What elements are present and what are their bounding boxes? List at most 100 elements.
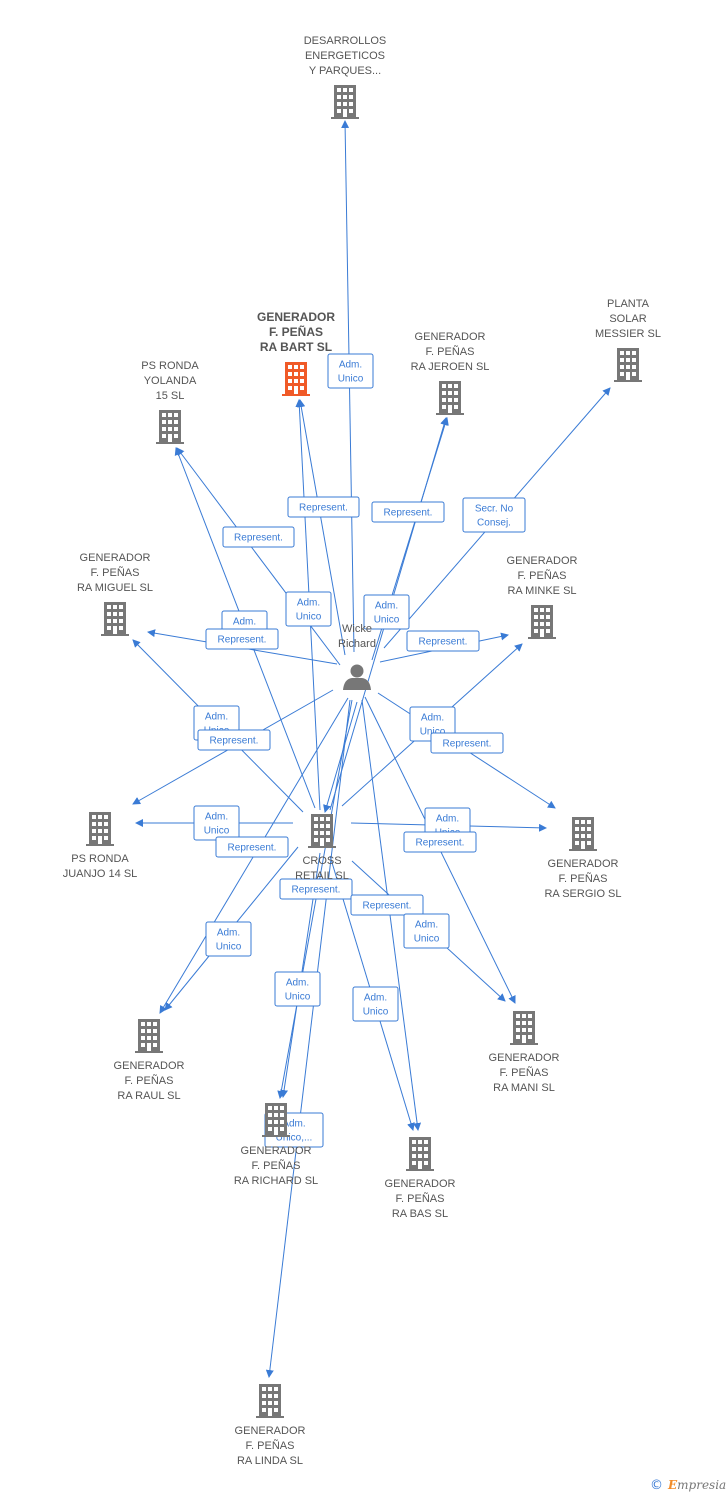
- node-label: JUANJO 14 SL: [63, 868, 138, 880]
- edge-label-box: [274, 971, 321, 1007]
- edge-label-text: Unico: [204, 826, 230, 837]
- node-label: GENERADOR: [114, 1060, 185, 1072]
- brand-initial: E: [668, 1478, 678, 1492]
- edge-label-l14[interactable]: Represent.: [430, 732, 504, 754]
- node-label: RA JEROEN SL: [411, 361, 490, 373]
- node-label: PS RONDA: [141, 360, 199, 372]
- edge-label-text: Unico: [420, 727, 446, 738]
- edge-label-text: Adm.: [436, 814, 459, 825]
- edge-label-l3[interactable]: Represent.: [371, 501, 445, 523]
- node-label: CROSS: [302, 855, 341, 867]
- node-label: MESSIER SL: [595, 328, 661, 340]
- node-raul[interactable]: GENERADOR F. PEÑAS RA RAUL SL: [114, 1019, 185, 1102]
- edge-label-text: Represent.: [292, 885, 341, 896]
- node-label: Y PARQUES...: [309, 65, 381, 77]
- edge-label-text: Adm.: [205, 812, 228, 823]
- edge-label-l18[interactable]: Represent.: [403, 831, 477, 853]
- node-label: RA RAUL SL: [117, 1090, 180, 1102]
- edge-label-l7[interactable]: Adm.Unico: [285, 591, 332, 627]
- node-label: RETAIL SL: [295, 870, 349, 882]
- edge-label-box: [403, 913, 450, 949]
- edge-label-box: [287, 496, 360, 518]
- edge-label-text: Unico: [216, 942, 242, 953]
- node-label: RA MINKE SL: [507, 585, 576, 597]
- edge-label-l24[interactable]: Adm. Unico: [352, 986, 399, 1022]
- edge-label-l2[interactable]: Represent.: [287, 496, 360, 518]
- node-label: RA BART SL: [260, 340, 332, 354]
- node-label: RA LINDA SL: [237, 1455, 303, 1467]
- edge-label-l23[interactable]: Adm. Unico: [274, 971, 321, 1007]
- node-label: RA MIGUEL SL: [77, 582, 153, 594]
- edge-label-box: [403, 831, 477, 853]
- edge-label-l10[interactable]: Represent.: [406, 630, 480, 652]
- node-label: SOLAR: [609, 313, 646, 325]
- edge-label-text: Consej.: [477, 518, 511, 529]
- edge-label-text: Represent.: [210, 736, 259, 747]
- edge-label-text: Represent.: [299, 503, 348, 514]
- edge-label-text: Adm.: [364, 993, 387, 1004]
- building-icon: [436, 381, 464, 415]
- node-label: F. PEÑAS: [559, 872, 608, 885]
- edge-label-l1[interactable]: Adm.Unico: [327, 353, 374, 389]
- edge-wicke-to-linda: [265, 699, 351, 1378]
- edge-label-l21[interactable]: Adm.Unico: [205, 921, 252, 957]
- node-label: F. PEÑAS: [518, 569, 567, 582]
- edge-label-text: Unico: [414, 934, 440, 945]
- node-label: F. PEÑAS: [269, 324, 323, 339]
- node-label: F. PEÑAS: [246, 1439, 295, 1452]
- edge-label-l20[interactable]: Represent.: [350, 894, 424, 916]
- edge-label-l16[interactable]: Represent.: [215, 836, 289, 858]
- edge-label-text: Adm.: [375, 601, 398, 612]
- building-icon: [510, 1011, 538, 1045]
- edge-label-box: [430, 732, 504, 754]
- edge-label-text: Unico: [363, 1007, 389, 1018]
- edge-label-box: [285, 591, 332, 627]
- node-label: F. PEÑAS: [125, 1074, 174, 1087]
- building-icon: [614, 348, 642, 382]
- edge-label-box: [279, 878, 353, 900]
- edge-label-text: Unico,...: [276, 1133, 313, 1144]
- node-label: F. PEÑAS: [91, 566, 140, 579]
- edge-label-l22[interactable]: Adm.Unico: [403, 913, 450, 949]
- edge-label-box: [462, 497, 526, 533]
- edge-label-l19[interactable]: Represent.: [279, 878, 353, 900]
- node-label: F. PEÑAS: [252, 1159, 301, 1172]
- edge-label-box: [363, 594, 410, 630]
- building-icon: [331, 85, 359, 119]
- edge-label-l9[interactable]: Represent.: [205, 628, 279, 650]
- focus-building-icon: [282, 362, 310, 396]
- edge-label-text: Unico: [285, 992, 311, 1003]
- edge-label-text: Adm.: [205, 712, 228, 723]
- building-icon: [156, 410, 184, 444]
- node-label: RA MANI SL: [493, 1082, 555, 1094]
- edge-label-text: Represent.: [443, 739, 492, 750]
- edge-label-l15[interactable]: Adm. Unico: [193, 805, 240, 841]
- edge-label-text: Unico: [338, 374, 364, 385]
- node-label: RA SERGIO SL: [544, 888, 621, 900]
- edge-label-text: Unico: [374, 615, 400, 626]
- node-label: F. PEÑAS: [500, 1066, 549, 1079]
- edge-label-l12[interactable]: Represent.: [197, 729, 271, 751]
- edge-label-l8[interactable]: Adm. Unico: [363, 594, 410, 630]
- edge-label-text: Adm.: [282, 1119, 305, 1130]
- edge-label-l5[interactable]: Represent.: [222, 526, 295, 548]
- node-cross[interactable]: CROSS RETAIL SL: [295, 814, 349, 882]
- edge-label-box: [205, 921, 252, 957]
- edge-label-text: Adm.: [286, 978, 309, 989]
